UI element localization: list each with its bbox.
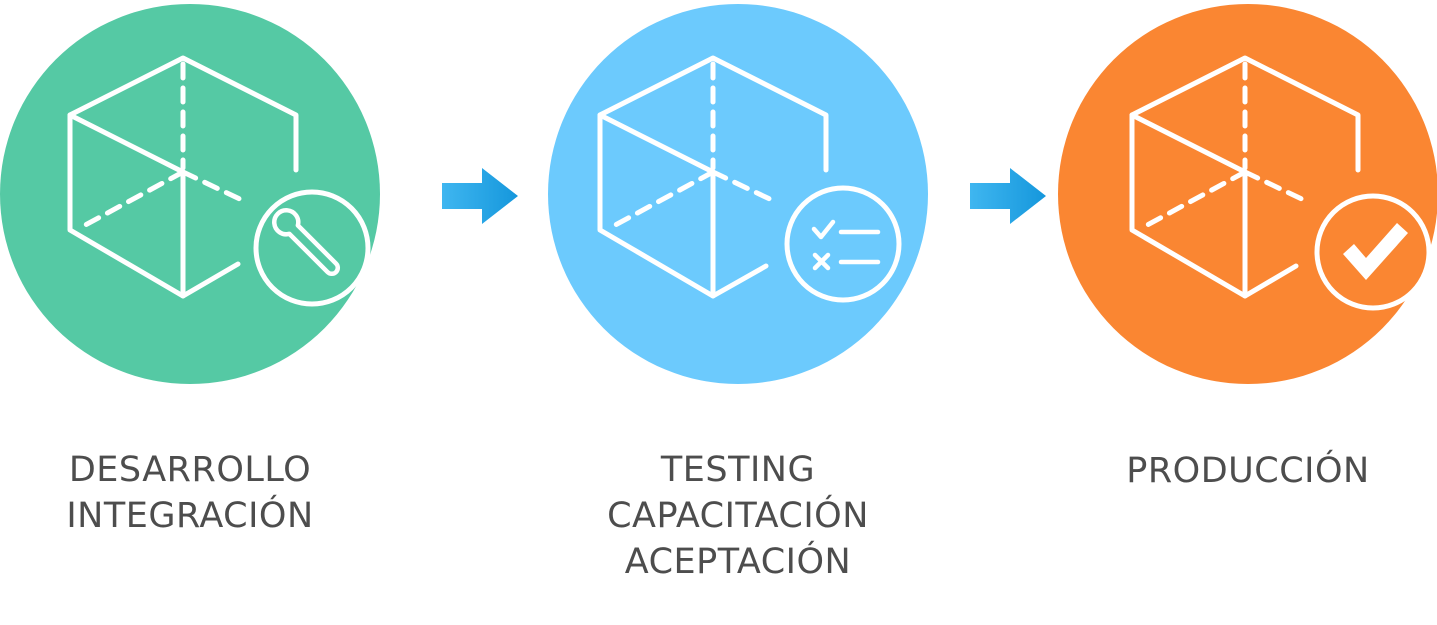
label-line: INTEGRACIÓN	[66, 496, 314, 536]
box-checkmark-icon	[1058, 4, 1437, 384]
arrow-right-icon	[970, 168, 1046, 224]
checkmark-icon	[1314, 193, 1432, 311]
label-line: DESARROLLO	[68, 450, 312, 490]
checklist-icon	[784, 185, 902, 303]
arrow-right-icon	[442, 168, 518, 224]
box-checklist-icon	[548, 4, 928, 384]
label-line: ACEPTACIÓN	[624, 542, 852, 582]
stage-circle	[1058, 4, 1437, 384]
box-icon	[597, 55, 829, 299]
stage-production: PRODUCCIÓN	[1058, 0, 1437, 625]
stage-circle	[0, 4, 380, 384]
stage-circle	[548, 4, 928, 384]
stage-development: DESARROLLO INTEGRACIÓN	[0, 0, 380, 625]
label-line: CAPACITACIÓN	[607, 496, 869, 536]
stage-label: TESTING CAPACITACIÓN ACEPTACIÓN	[518, 447, 958, 585]
box-icon	[67, 55, 299, 299]
box-wrench-icon	[0, 4, 380, 384]
label-line: PRODUCCIÓN	[1126, 451, 1370, 491]
wrench-icon	[253, 189, 371, 307]
stage-label: DESARROLLO INTEGRACIÓN	[0, 447, 410, 539]
stage-testing: TESTING CAPACITACIÓN ACEPTACIÓN	[548, 0, 928, 625]
box-icon	[1129, 55, 1361, 299]
label-line: TESTING	[660, 450, 816, 490]
stage-label: PRODUCCIÓN	[1028, 448, 1437, 494]
